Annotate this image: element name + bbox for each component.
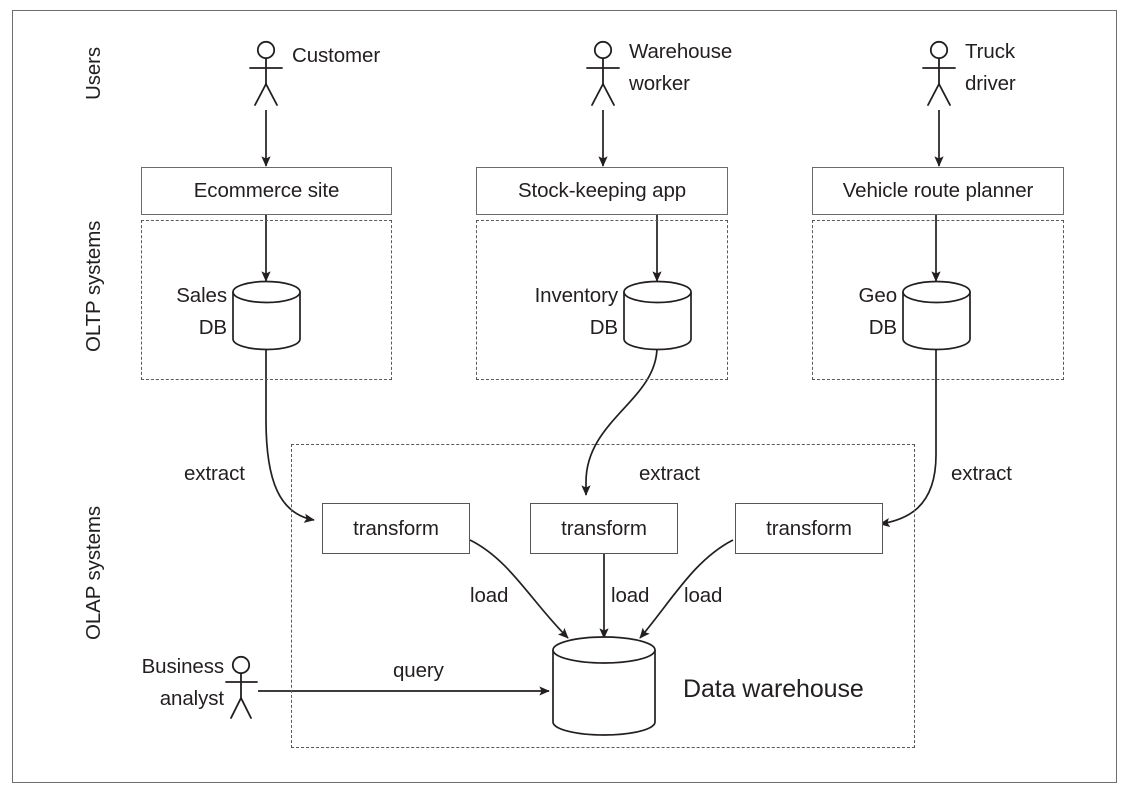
geo-db-label-line1: Geo (858, 284, 898, 307)
truck-driver-actor-figure (922, 40, 956, 106)
transform-box-1[interactable]: transform (322, 503, 470, 554)
edge-label-extract-3: extract (951, 462, 1012, 485)
transform-label-1: transform (353, 516, 439, 540)
inventory-db-label-line1: Inventory (534, 284, 619, 307)
oltp-app-box-ecommerce[interactable]: Ecommerce site (141, 167, 392, 215)
oltp-app-label-stock-keeping: Stock-keeping app (517, 179, 687, 202)
transform-label-2: transform (561, 516, 647, 540)
geo-db-cylinder (902, 280, 971, 351)
edge-label-load-3: load (684, 584, 723, 607)
oltp-app-label-vehicle-route: Vehicle route planner (842, 179, 1034, 202)
swimlane-label-users: Users (82, 46, 105, 100)
oltp-app-label-ecommerce: Ecommerce site (193, 179, 340, 202)
geo-db-label-line2: DB (868, 316, 897, 339)
truck-driver-actor-label-line2: driver (965, 72, 1016, 95)
edge-label-query: query (393, 659, 444, 682)
arrow-extract-geodb-to-transform3 (879, 347, 937, 528)
edge-label-load-1: load (470, 584, 509, 607)
customer-actor-figure (249, 40, 283, 106)
oltp-zone-stock-keeping (476, 220, 728, 380)
oltp-app-box-vehicle-route[interactable]: Vehicle route planner (812, 167, 1064, 215)
oltp-zone-vehicle-route (812, 220, 1064, 380)
transform-label-3: transform (766, 516, 852, 540)
swimlane-label-oltp: OLTP systems (82, 220, 105, 352)
warehouse-worker-actor-figure (586, 40, 620, 106)
arrow-load-transform3-to-warehouse (639, 539, 734, 639)
sales-db-label-line2: DB (198, 316, 227, 339)
business-analyst-actor-label-line1: Business (141, 655, 224, 678)
inventory-db-label-line2: DB (589, 316, 618, 339)
arrow-extract-salesdb-to-transform1 (265, 347, 315, 523)
truck-driver-actor-label-line1: Truck (965, 40, 1015, 63)
arrow-extract-inventorydb-to-transform2 (581, 346, 658, 496)
transform-box-3[interactable]: transform (735, 503, 883, 554)
olap-zone (291, 444, 915, 748)
data-warehouse-cylinder (552, 636, 656, 736)
warehouse-worker-actor-label-line2: worker (629, 72, 690, 95)
sales-db-label-line1: Sales (176, 284, 227, 307)
data-warehouse-label: Data warehouse (683, 675, 864, 703)
customer-actor-label: Customer (292, 44, 381, 67)
sales-db-cylinder (232, 280, 301, 351)
warehouse-worker-actor-label-line1: Warehouse (629, 40, 733, 63)
inventory-db-cylinder (623, 280, 692, 351)
edge-label-load-2: load (611, 584, 650, 607)
business-analyst-actor-label-line2: analyst (159, 687, 224, 710)
arrow-load-transform1-to-warehouse (469, 539, 569, 639)
oltp-app-box-stock-keeping[interactable]: Stock-keeping app (476, 167, 728, 215)
edge-label-extract-2: extract (639, 462, 700, 485)
oltp-zone-ecommerce (141, 220, 392, 380)
edge-label-extract-1: extract (184, 462, 245, 485)
business-analyst-actor-figure (225, 655, 258, 719)
swimlane-label-olap: OLAP systems (82, 506, 105, 640)
transform-box-2[interactable]: transform (530, 503, 678, 554)
